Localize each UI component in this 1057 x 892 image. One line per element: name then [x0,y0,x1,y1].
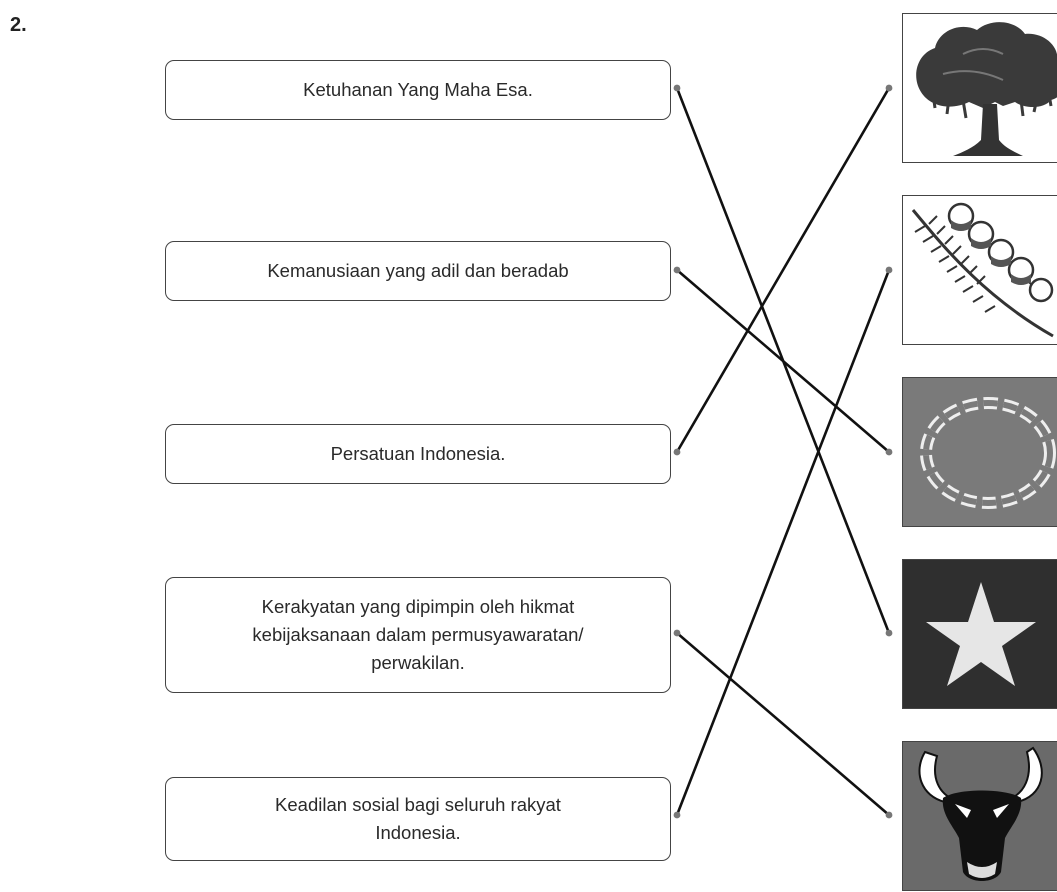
right-anchor-dot[interactable] [885,84,893,92]
right-anchor-dot[interactable] [885,448,893,456]
symbol-rice-cotton[interactable] [902,195,1057,345]
left-anchor-dot[interactable] [673,448,681,456]
sila-text: Keadilan sosial bagi seluruh rakyat Indo… [275,794,561,843]
left-anchor-dot[interactable] [673,629,681,637]
sila-text: Kemanusiaan yang adil dan beradab [267,260,569,281]
right-anchor-dot[interactable] [885,811,893,819]
sila-box-4[interactable]: Kerakyatan yang dipimpin oleh hikmat keb… [165,577,671,693]
symbol-star[interactable] [902,559,1057,709]
symbol-bull-head[interactable] [902,741,1057,891]
left-anchor-dot[interactable] [673,84,681,92]
sila-text: Ketuhanan Yang Maha Esa. [303,79,533,100]
connection-line [675,269,891,816]
left-anchor-dot[interactable] [673,811,681,819]
chain-icon [903,378,1057,526]
right-anchor-dot[interactable] [885,629,893,637]
connection-line [675,87,891,453]
symbol-chain[interactable] [902,377,1057,527]
question-number: 2. [10,14,27,36]
left-anchor-dot[interactable] [673,266,681,274]
banyan-tree-icon [903,14,1057,162]
connection-line [676,632,890,816]
sila-box-5[interactable]: Keadilan sosial bagi seluruh rakyat Indo… [165,777,671,861]
sila-box-3[interactable]: Persatuan Indonesia. [165,424,671,484]
rice-cotton-icon [903,196,1057,344]
symbol-tree[interactable] [902,13,1057,163]
star-icon [903,560,1057,708]
connection-line [676,269,890,453]
sila-box-2[interactable]: Kemanusiaan yang adil dan beradab [165,241,671,301]
sila-text: Kerakyatan yang dipimpin oleh hikmat keb… [252,596,584,673]
bull-head-icon [903,742,1057,890]
sila-text: Persatuan Indonesia. [330,443,506,464]
right-anchor-dot[interactable] [885,266,893,274]
sila-box-1[interactable]: Ketuhanan Yang Maha Esa. [165,60,671,120]
